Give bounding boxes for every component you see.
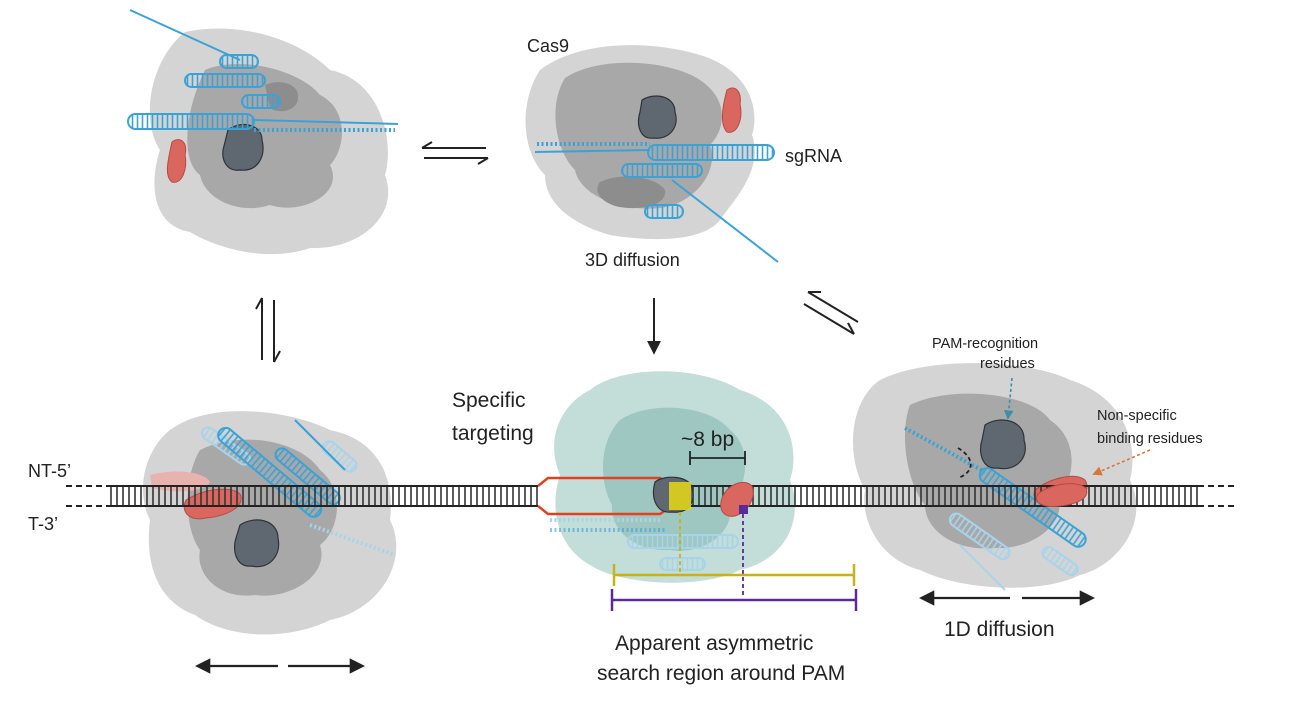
nonspecific-label-2: binding residues bbox=[1097, 431, 1203, 447]
targeting-foreground bbox=[550, 476, 754, 532]
sgrna-tail bbox=[671, 179, 779, 263]
sgrna-guide bbox=[534, 149, 651, 153]
sgrna-guide-dash bbox=[309, 523, 396, 557]
curved-contact-arrow bbox=[957, 447, 972, 479]
protein-body bbox=[187, 64, 342, 209]
residue-patch bbox=[166, 139, 187, 183]
bp-distance-label: ~8 bp bbox=[681, 428, 734, 451]
cas9-complex-top-center bbox=[525, 45, 779, 263]
pam-recognition-arrow bbox=[1003, 377, 1014, 420]
protein-core bbox=[637, 95, 677, 139]
dna-rungs-right bbox=[686, 486, 1198, 506]
sgrna-stem-main bbox=[127, 113, 255, 130]
right-foreground bbox=[1036, 483, 1088, 507]
cas9-complex-bottom-left bbox=[142, 411, 397, 635]
sgrna-hairpin-2 bbox=[184, 73, 266, 88]
equilibrium-arrows-horizontal bbox=[421, 141, 489, 165]
purple-marker bbox=[739, 505, 748, 514]
specific-targeting-label-1: Specific bbox=[452, 389, 526, 412]
sgrna-hairpin-1 bbox=[948, 512, 1011, 561]
diffusion-1d-label: 1D diffusion bbox=[944, 618, 1055, 641]
protein-core-lower bbox=[597, 176, 666, 209]
protein-core bbox=[979, 419, 1026, 470]
pam-recognition-label-2: residues bbox=[980, 356, 1035, 372]
equilibrium-arrows-vertical bbox=[255, 297, 281, 363]
search-region-label-2: search region around PAM bbox=[597, 662, 845, 685]
sgrna-label: sgRNA bbox=[785, 146, 842, 166]
sgrna-hairpin-2 bbox=[644, 204, 684, 219]
residue-patch-foreground bbox=[1036, 483, 1088, 507]
specific-targeting-label-2: targeting bbox=[452, 422, 534, 445]
t-strand-label: T-3’ bbox=[28, 514, 58, 534]
search-region-brackets bbox=[610, 512, 858, 611]
equilibrium-arrows-diagonal bbox=[803, 291, 859, 335]
pam-recognition-label-1: PAM-recognition bbox=[932, 336, 1038, 352]
sgrna-hairpin-3 bbox=[241, 94, 281, 109]
nonspecific-arrow bbox=[1092, 449, 1151, 476]
sgrna-tail bbox=[959, 544, 1006, 591]
nonspecific-label-1: Non-specific bbox=[1097, 408, 1177, 424]
diffusion-3d-label: 3D diffusion bbox=[585, 250, 680, 270]
sgrna-guide-dash bbox=[904, 426, 986, 474]
sgrna-strand bbox=[129, 9, 241, 61]
sgrna-hairpin-faded bbox=[659, 557, 706, 571]
residue-patch bbox=[722, 87, 742, 133]
sgrna-hairpin-1 bbox=[219, 54, 259, 69]
sgrna-guide bbox=[253, 119, 399, 125]
sgrna-hairpin-1 bbox=[621, 163, 703, 178]
protein-core bbox=[233, 519, 280, 568]
pam-marker bbox=[669, 482, 691, 510]
cas9-complex-bottom-right bbox=[853, 363, 1137, 591]
search-region-label-1: Apparent asymmetric bbox=[615, 632, 813, 655]
sgrna-stem-main bbox=[647, 144, 775, 161]
sgrna-hairpin-2 bbox=[1041, 545, 1079, 577]
bp-bracket bbox=[689, 451, 746, 465]
protein-core bbox=[222, 123, 264, 171]
cas9-complex-top-left bbox=[127, 9, 399, 255]
sgrna-guide bbox=[294, 419, 346, 471]
dna-rungs-left bbox=[108, 486, 538, 506]
nt-strand-label: NT-5’ bbox=[28, 461, 71, 481]
sgrna-stem-faded bbox=[627, 534, 739, 549]
cas9-label: Cas9 bbox=[527, 36, 569, 56]
